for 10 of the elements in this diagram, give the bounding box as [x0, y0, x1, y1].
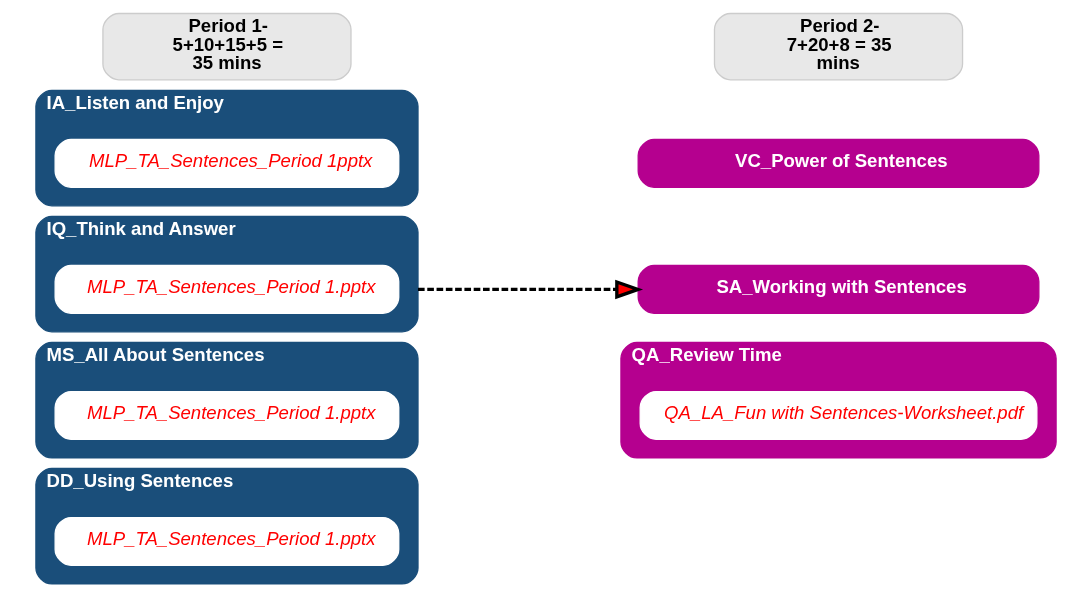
node-box: Period 1- 5+10+15+5 = 35 mins: [102, 12, 352, 81]
node-box: SA_Working with Sentences: [637, 264, 1040, 314]
node-box: MLP_TA_Sentences_Period 1.pptx: [54, 390, 400, 440]
node-box: MLP_TA_Sentences_Period 1.pptx: [54, 516, 400, 566]
node-box: MLP_TA_Sentences_Period 1pptx: [54, 138, 400, 188]
node-box: Period 2- 7+20+8 = 35 mins: [713, 12, 964, 81]
node-box: MLP_TA_Sentences_Period 1.pptx: [54, 264, 400, 314]
node-box: QA_LA_Fun with Sentences-Worksheet.pdf: [639, 390, 1038, 440]
arrow: [418, 279, 644, 300]
node-box: VC_Power of Sentences: [637, 138, 1040, 188]
